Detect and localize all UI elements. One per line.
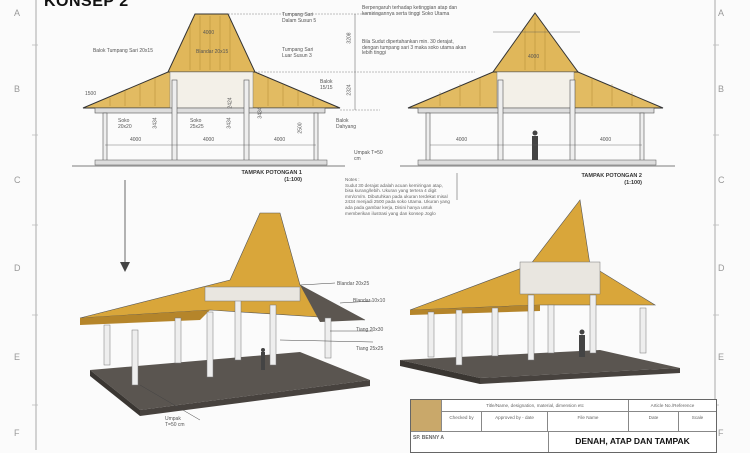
tb-checked: Checked by <box>442 412 482 432</box>
label-blandar: Blandar 20x15 <box>196 49 229 55</box>
tb-header: Title/Name, designation, material, dimen… <box>442 400 629 412</box>
tb-approved: Approved by - date <box>482 412 548 432</box>
grid-letter-d-left: D <box>14 263 21 273</box>
label-blandar-10x10: Blandar 10x10 <box>353 298 386 304</box>
page-title: KONSEP 2 <box>44 0 129 10</box>
label-tumpang-dalam: Tumpang Sari Dalam Susun 5 <box>282 12 317 24</box>
grid-letter-f-left: F <box>14 428 20 438</box>
section-1-scale: (1:100) <box>284 177 302 183</box>
label-tumpang-luar: Tumpang Sari Luar Susun 3 <box>282 47 314 59</box>
label-soko-1: Soko 20x20 <box>118 118 132 130</box>
tb-article: Article No./Reference <box>629 400 716 412</box>
grid-letter-e-right: E <box>718 352 725 362</box>
label-umpak-perspective: Umpak T=50 cm <box>165 416 185 428</box>
tb-date: Date <box>629 412 679 432</box>
tb-scale: Scale <box>679 412 716 432</box>
dim-v4: 2500 <box>297 122 304 134</box>
dim-v5: 2424 <box>227 97 234 109</box>
grid-letter-c-right: C <box>718 175 725 185</box>
perspective-2-drawing <box>400 199 680 384</box>
grid-letter-f-right: F <box>718 428 724 438</box>
grid-letter-b-left: B <box>14 84 21 94</box>
notes-block: Notes :Sudut 30 derajat adalah acuan kem… <box>345 177 450 216</box>
section-2-scale: (1:100) <box>624 180 642 186</box>
notes-body: Sudut 30 derajat adalah acuan kemiringan… <box>345 182 450 216</box>
label-soko-2: Soko 25x25 <box>190 118 204 130</box>
title-block: Title/Name, designation, material, dimen… <box>410 399 717 453</box>
annotation-height-note: Berpengaruh terhadap ketinggian atap dan… <box>362 5 458 17</box>
person-figure <box>532 130 538 160</box>
dim-mid: 4000 <box>203 137 215 143</box>
tb-drawing-title: DENAH, ATAP DAN TAMPAK <box>548 432 716 452</box>
dim-v1: 3434 <box>152 117 159 129</box>
tb-author: SP. BENNY A <box>413 435 445 441</box>
grid-letter-a-left: A <box>14 8 21 18</box>
section-1-title: TAMPAK POTONGAN 1(1:100) <box>230 170 302 184</box>
label-tiang-20x30: Tiang 20x30 <box>356 327 384 333</box>
label-balok-tumpang: Balok Tumpang Sari 20x15 <box>92 48 153 54</box>
section-2-dim-top: 4000 <box>528 54 540 60</box>
person-figure <box>579 329 585 357</box>
label-umpak: Umpak T=50 cm <box>354 150 383 162</box>
dim-left: 4000 <box>130 137 142 143</box>
label-tiang-25x25: Tiang 25x25 <box>356 346 384 352</box>
grid-letter-d-right: D <box>718 263 725 273</box>
dim-v3: 3434 <box>257 107 264 119</box>
section-2-drawing <box>400 12 675 200</box>
section-2-title-text: TAMPAK POTONGAN 2 <box>581 173 642 179</box>
dim-v2: 3434 <box>226 117 233 129</box>
section-2-dim-left: 4000 <box>456 137 468 143</box>
notes-heading: Notes : <box>345 177 360 182</box>
tb-file-name: File Name <box>548 412 629 432</box>
grid-letter-b-right: B <box>718 84 725 94</box>
label-blandar-20x25: Blandar 20x25 <box>337 281 370 287</box>
person-figure <box>261 348 265 370</box>
dim-top: 4000 <box>203 30 215 36</box>
label-balok-dahyang: Balok Dahyang <box>336 118 357 130</box>
section-1-title-text: TAMPAK POTONGAN 1 <box>241 170 302 176</box>
grid-letter-a-right: A <box>718 8 725 18</box>
annotation-angle-note: Bila Sudut dipertahankan min. 30 derajat… <box>362 39 467 56</box>
section-2-dim-right: 4000 <box>600 137 612 143</box>
label-balok: Balok 15/15 <box>320 79 333 91</box>
dim-height-top: 3208 <box>346 32 353 44</box>
dim-height-mid: 2324 <box>346 84 353 96</box>
section-2-title: TAMPAK POTONGAN 2(1:100) <box>570 173 642 187</box>
perspective-1-drawing <box>79 180 374 421</box>
dim-right: 4000 <box>274 137 286 143</box>
logo-icon <box>411 400 442 432</box>
grid-letter-e-left: E <box>14 352 21 362</box>
grid-letter-c-left: C <box>14 175 21 185</box>
dim-overhang: 1500 <box>85 91 97 97</box>
section-1-drawing <box>72 13 475 167</box>
